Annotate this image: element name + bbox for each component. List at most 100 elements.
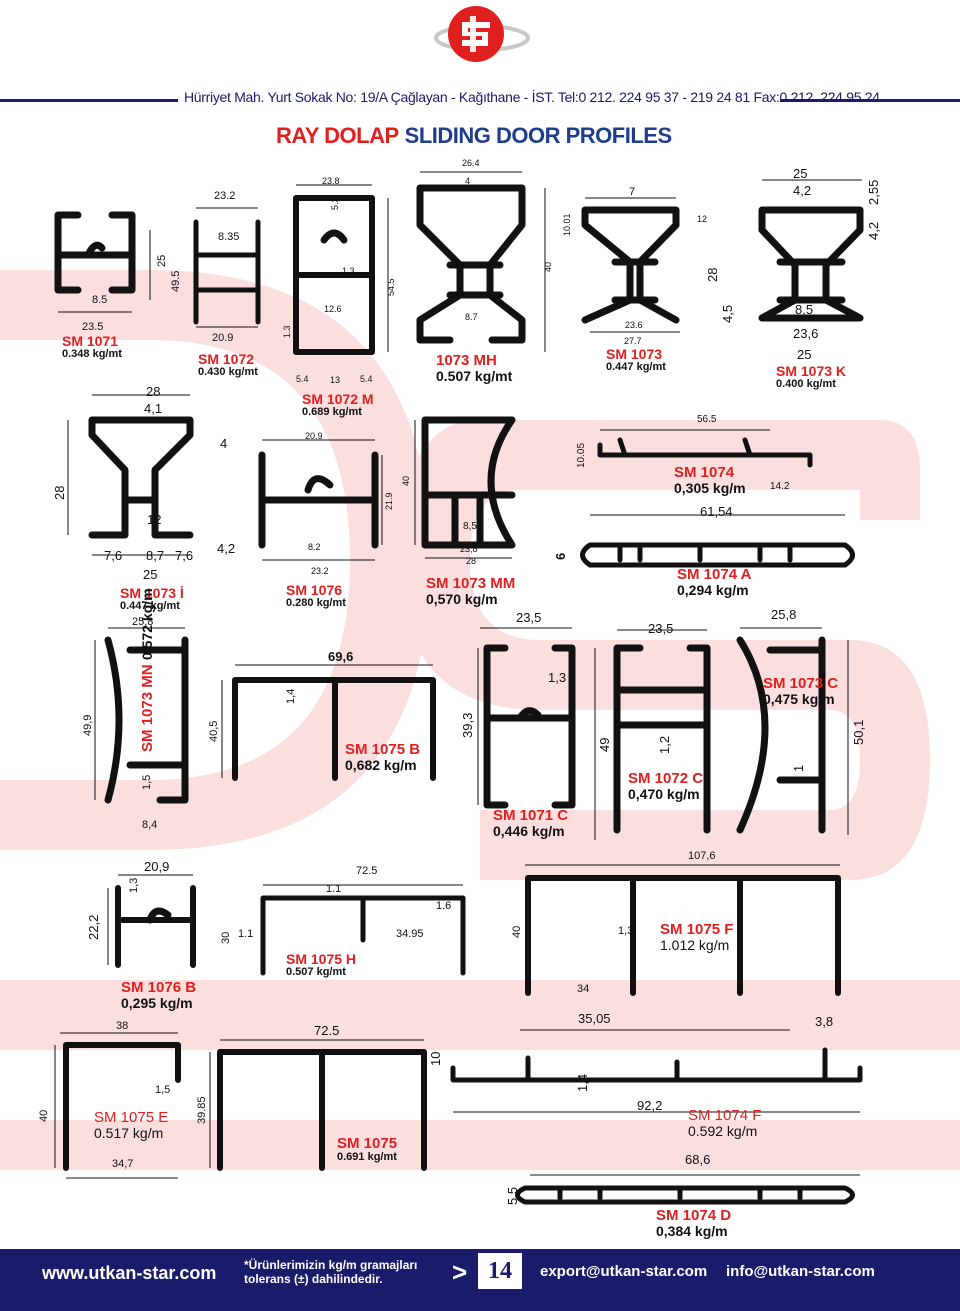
dim-text: 2,55 bbox=[866, 179, 881, 205]
dim-text: 107,6 bbox=[688, 850, 716, 862]
dim-text: 13 bbox=[330, 375, 341, 385]
code-sm-1076b: SM 1076 B bbox=[121, 979, 197, 996]
dim-text: 40 bbox=[38, 1109, 50, 1122]
dim-text: 61,54 bbox=[700, 504, 733, 519]
dim-text: 26.4 bbox=[462, 158, 480, 168]
code-sm-1073mn: SM 1073 MN bbox=[139, 664, 156, 752]
dim-text: 8,5 bbox=[463, 521, 477, 532]
code-sm-1075e: SM 1075 E bbox=[94, 1109, 169, 1126]
profile-sm-1073 bbox=[581, 206, 680, 324]
dim-text: 49.5 bbox=[170, 270, 182, 292]
profile-sm-1073mm bbox=[421, 416, 516, 549]
dim-text: 69,6 bbox=[328, 649, 354, 664]
weight-sm-1075e: 0.517 kg/m bbox=[94, 1124, 164, 1141]
dim-text: 8,5 bbox=[795, 302, 814, 317]
website-link[interactable]: www.utkan-star.com bbox=[42, 1263, 217, 1283]
dim-text: 49,9 bbox=[82, 714, 94, 736]
profile-sm-1073c bbox=[736, 636, 826, 834]
dim-text: 40,5 bbox=[208, 720, 220, 742]
dim-text: 25,8 bbox=[771, 607, 797, 622]
dim-text: 8.7 bbox=[465, 312, 478, 322]
weight-sm-1072m: 0.689 kg/mt bbox=[302, 405, 362, 418]
weight-1073mh: 0.507 kg/mt bbox=[436, 367, 513, 384]
profile-sm-1071c bbox=[483, 644, 576, 809]
title-english: SLIDING DOOR PROFILES bbox=[404, 123, 672, 148]
dim-text: 12 bbox=[697, 214, 708, 224]
dim-text: 30 bbox=[220, 931, 232, 944]
code-sm-1073k: SM 1073 K bbox=[776, 363, 847, 379]
info-email-link[interactable]: info@utkan-star.com bbox=[726, 1263, 875, 1280]
dim-text: 1,5 bbox=[141, 774, 153, 790]
dim-text: 10.01 bbox=[562, 213, 572, 236]
dim-text: 20,9 bbox=[144, 859, 170, 874]
header-bar bbox=[0, 86, 960, 110]
profile-sm-1075 bbox=[217, 1049, 427, 1171]
page-number: 14 bbox=[478, 1253, 522, 1289]
weight-sm-1075b: 0,682 kg/m bbox=[345, 756, 417, 773]
dim-text: 23.6 bbox=[625, 320, 643, 330]
dim-text: 28 bbox=[466, 556, 477, 566]
weight-sm-1076b: 0,295 kg/m bbox=[121, 994, 193, 1011]
dim-text: 25 bbox=[797, 347, 812, 362]
dim-text: 5.4 bbox=[360, 374, 373, 384]
dim-text: 39,3 bbox=[460, 712, 475, 738]
export-email-link[interactable]: export@utkan-star.com bbox=[540, 1263, 708, 1280]
dim-text: 49 bbox=[597, 737, 612, 752]
profile-drawings bbox=[54, 171, 864, 1205]
arrow-icon: > bbox=[452, 1257, 468, 1287]
dim-text: 1,3 bbox=[618, 925, 634, 937]
code-sm-1073i: SM 1073 İ bbox=[120, 585, 184, 601]
dim-text: 4,2 bbox=[866, 221, 881, 240]
dim-text: 1.3 bbox=[282, 325, 292, 338]
profile-sm-1075e bbox=[63, 1042, 181, 1171]
title-turkish: RAY DOLAP bbox=[276, 123, 399, 148]
profile-sm-1072c bbox=[613, 644, 711, 834]
code-sm-1071c: SM 1071 C bbox=[493, 807, 569, 824]
dim-text: 6 bbox=[553, 552, 568, 560]
code-1073mh: 1073 MH bbox=[436, 352, 497, 369]
profile-sm-1074d bbox=[515, 1185, 855, 1205]
dim-text: 22,2 bbox=[86, 914, 101, 940]
dim-text: 23,8 bbox=[460, 544, 478, 554]
weight-sm-1073i: 0.447 kg/mt bbox=[120, 599, 180, 612]
dim-text: 1.6 bbox=[436, 900, 452, 912]
dim-text: 12.6 bbox=[324, 304, 342, 314]
dim-text: 1.1 bbox=[238, 928, 254, 940]
dim-text: 34,7 bbox=[112, 1158, 134, 1170]
weight-sm-1076: 0.280 kg/mt bbox=[286, 596, 346, 609]
dim-text: 7,6 bbox=[175, 548, 194, 563]
profile-sm-1071 bbox=[54, 211, 136, 294]
dim-text: 10.05 bbox=[576, 442, 587, 468]
footer: www.utkan-star.com *Ürünlerimizin kg/m g… bbox=[0, 1249, 960, 1311]
dim-text: 34.95 bbox=[396, 928, 424, 940]
dim-text: 7,6 bbox=[104, 548, 123, 563]
dim-text: 1.1 bbox=[326, 883, 342, 895]
dim-text: 4,1 bbox=[144, 401, 163, 416]
dim-text: 5,5 bbox=[505, 1186, 520, 1205]
dim-text: 21.9 bbox=[384, 492, 394, 510]
company-address: Hürriyet Mah. Yurt Sokak No: 19/A Çağlay… bbox=[184, 89, 880, 105]
weight-sm-1075f: 1.012 kg/m bbox=[660, 936, 730, 953]
dim-text: 40 bbox=[543, 261, 553, 272]
weight-sm-1075: 0.691 kg/mt bbox=[337, 1150, 397, 1163]
dim-text: 28 bbox=[705, 267, 720, 282]
code-sm-1072c: SM 1072 C bbox=[628, 770, 704, 787]
dim-text: 28 bbox=[52, 485, 67, 500]
dim-text: 1,5 bbox=[155, 1084, 171, 1096]
profile-sm-1074 bbox=[597, 437, 813, 468]
dim-text: 35,05 bbox=[578, 1011, 611, 1026]
dim-text: 25,8 bbox=[132, 616, 154, 628]
weight-sm-1073: 0.447 kg/mt bbox=[606, 360, 666, 373]
